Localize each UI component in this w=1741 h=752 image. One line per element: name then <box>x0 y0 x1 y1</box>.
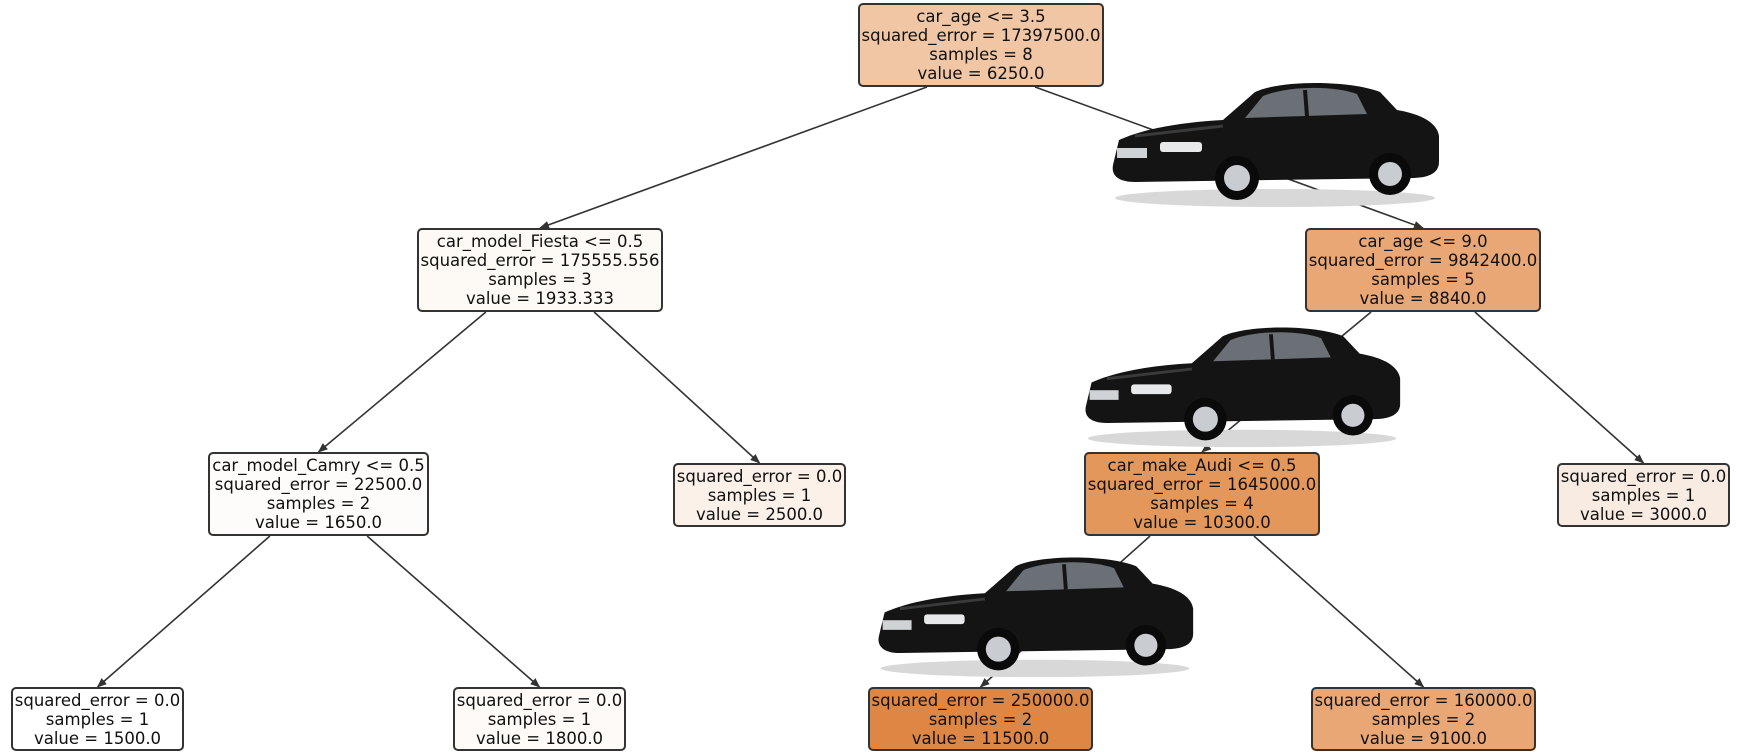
node-value: value = 6250.0 <box>917 64 1045 83</box>
node-value: value = 11500.0 <box>911 728 1050 748</box>
node-value: value = 1933.333 <box>465 289 615 308</box>
black-sedan-image <box>878 557 1194 678</box>
node-value: value = 1500.0 <box>33 728 162 748</box>
black-sedan-image <box>1112 83 1439 207</box>
node-squared-error: squared_error = 1645000.0 <box>1087 475 1317 494</box>
node-squared-error: squared_error = 0.0 <box>676 466 843 486</box>
node-squared-error: squared_error = 0.0 <box>456 690 623 710</box>
tree-node-split: car_make_Audi <= 0.5 squared_error = 164… <box>1084 452 1320 536</box>
node-squared-error: squared_error = 17397500.0 <box>861 26 1101 45</box>
node-value: value = 2500.0 <box>695 504 824 524</box>
node-samples: samples = 4 <box>1150 494 1254 513</box>
node-value: value = 1800.0 <box>475 728 604 748</box>
node-condition: car_make_Audi <= 0.5 <box>1107 456 1297 475</box>
node-samples: samples = 2 <box>266 494 371 513</box>
tree-edge-n1-n5 <box>593 311 761 464</box>
node-samples: samples = 1 <box>1591 485 1696 505</box>
tree-node-root: car_age <= 3.5 squared_error = 17397500.… <box>858 3 1104 87</box>
node-value: value = 9100.0 <box>1359 728 1488 748</box>
node-condition: car_model_Camry <= 0.5 <box>212 456 425 475</box>
tree-edge-n2-n4 <box>366 535 541 688</box>
node-samples: samples = 1 <box>487 709 592 729</box>
tree-edge-n1-n2 <box>317 311 487 453</box>
tree-edge-n0-n1 <box>539 86 928 229</box>
tree-leaf-node: squared_error = 0.0 samples = 1 value = … <box>673 463 846 527</box>
node-condition: car_model_Fiesta <= 0.5 <box>436 232 644 251</box>
node-squared-error: squared_error = 160000.0 <box>1314 690 1533 710</box>
tree-node-split: car_model_Fiesta <= 0.5 squared_error = … <box>417 228 663 312</box>
node-samples: samples = 8 <box>929 45 1033 64</box>
node-value: value = 3000.0 <box>1579 504 1708 524</box>
node-samples: samples = 3 <box>488 270 592 289</box>
black-sedan-image <box>1085 327 1401 448</box>
node-value: value = 10300.0 <box>1133 513 1271 532</box>
node-samples: samples = 2 <box>1371 709 1476 729</box>
node-squared-error: squared_error = 22500.0 <box>214 475 423 494</box>
tree-node-split: car_model_Camry <= 0.5 squared_error = 2… <box>208 452 429 536</box>
tree-leaf-node: squared_error = 250000.0 samples = 2 val… <box>868 687 1093 751</box>
node-value: value = 1650.0 <box>254 513 383 532</box>
node-squared-error: squared_error = 250000.0 <box>871 690 1090 710</box>
node-squared-error: squared_error = 175555.556 <box>420 251 660 270</box>
node-samples: samples = 1 <box>707 485 812 505</box>
tree-edge-n2-n3 <box>96 535 271 688</box>
tree-leaf-node: squared_error = 160000.0 samples = 2 val… <box>1311 687 1536 751</box>
tree-leaf-node: squared_error = 0.0 samples = 1 value = … <box>11 687 184 751</box>
node-squared-error: squared_error = 0.0 <box>14 690 181 710</box>
node-condition: car_age <= 3.5 <box>916 7 1046 26</box>
node-samples: samples = 5 <box>1371 270 1475 289</box>
tree-edge-n7-n9 <box>1253 535 1425 688</box>
node-samples: samples = 2 <box>928 709 1033 729</box>
tree-node-split: car_age <= 9.0 squared_error = 9842400.0… <box>1305 228 1541 312</box>
node-squared-error: squared_error = 0.0 <box>1560 466 1727 486</box>
tree-leaf-node: squared_error = 0.0 samples = 1 value = … <box>1557 463 1730 527</box>
tree-edge-n6-n10 <box>1474 311 1645 464</box>
node-samples: samples = 1 <box>45 709 150 729</box>
node-condition: car_age <= 9.0 <box>1358 232 1488 251</box>
tree-leaf-node: squared_error = 0.0 samples = 1 value = … <box>453 687 626 751</box>
node-value: value = 8840.0 <box>1359 289 1487 308</box>
node-squared-error: squared_error = 9842400.0 <box>1308 251 1538 270</box>
